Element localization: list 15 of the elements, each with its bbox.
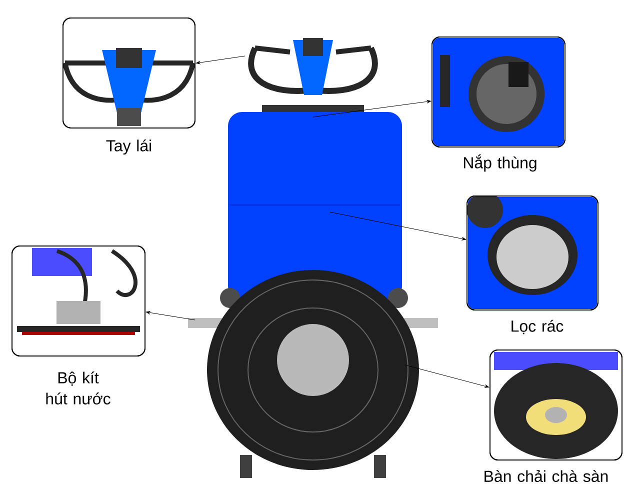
node-label: Bộ kít hút nước	[46, 372, 110, 404]
brush-photo	[490, 350, 622, 460]
leader-arrow	[146, 311, 196, 320]
node-label: Bàn chải chà sàn	[484, 470, 608, 482]
tank-lid-photo	[432, 36, 566, 148]
node-label: Nắp thùng	[464, 154, 536, 172]
node-label: Tay lái	[106, 139, 152, 155]
squeegee-kit-photo	[12, 246, 146, 356]
leader-arrow	[196, 56, 246, 64]
steering-wheel-photo	[62, 18, 196, 128]
node-label: Lọc rác	[512, 320, 564, 334]
filter-photo	[466, 196, 598, 310]
leader-arrow	[404, 364, 490, 388]
leader-arrow	[330, 212, 466, 240]
leader-arrow	[312, 100, 432, 118]
